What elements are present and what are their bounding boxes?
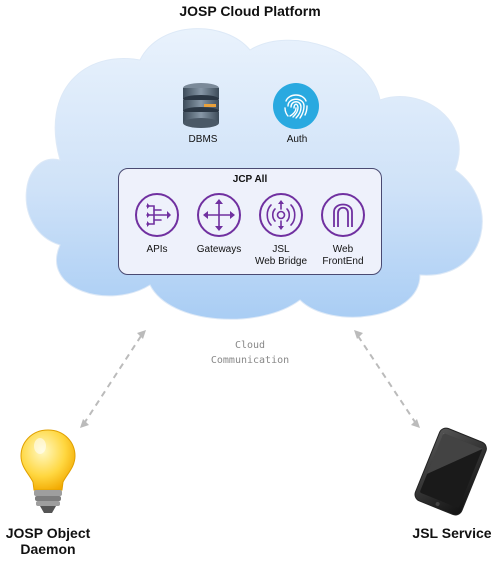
api-icon (135, 193, 179, 237)
diagram-title: JOSP Cloud Platform (179, 3, 321, 19)
fingerprint-icon (273, 83, 319, 129)
dbms-label: DBMS (188, 134, 218, 145)
web-frontend-label: Web FrontEnd (322, 244, 364, 267)
web-frontend-icon (321, 193, 365, 237)
gateways-label: Gateways (196, 244, 242, 255)
jsl-web-bridge-label: JSL Web Bridge (254, 244, 308, 267)
arrowhead-icon (80, 419, 89, 428)
arrow-cloud-service (357, 335, 416, 423)
auth-label: Auth (286, 134, 308, 145)
arrow-cloud-daemon (84, 335, 142, 423)
jcp-title: JCP All (232, 174, 268, 185)
web-bridge-icon (259, 193, 303, 237)
jcp-all-box: JCP All APIs G (118, 168, 382, 275)
database-icon (183, 83, 219, 128)
gateway-icon (197, 193, 241, 237)
arrowhead-icon (354, 330, 363, 339)
arrowhead-icon (137, 330, 146, 339)
light-bulb-icon (20, 429, 76, 513)
jsl-service-label: JSL Service (412, 525, 492, 541)
arrowhead-icon (411, 419, 420, 428)
cloud-communication-label: Cloud Communication (210, 340, 290, 366)
smartphone-icon (414, 427, 487, 516)
josp-object-daemon-label: JOSP Object Daemon (5, 525, 91, 557)
apis-label: APIs (146, 244, 168, 255)
